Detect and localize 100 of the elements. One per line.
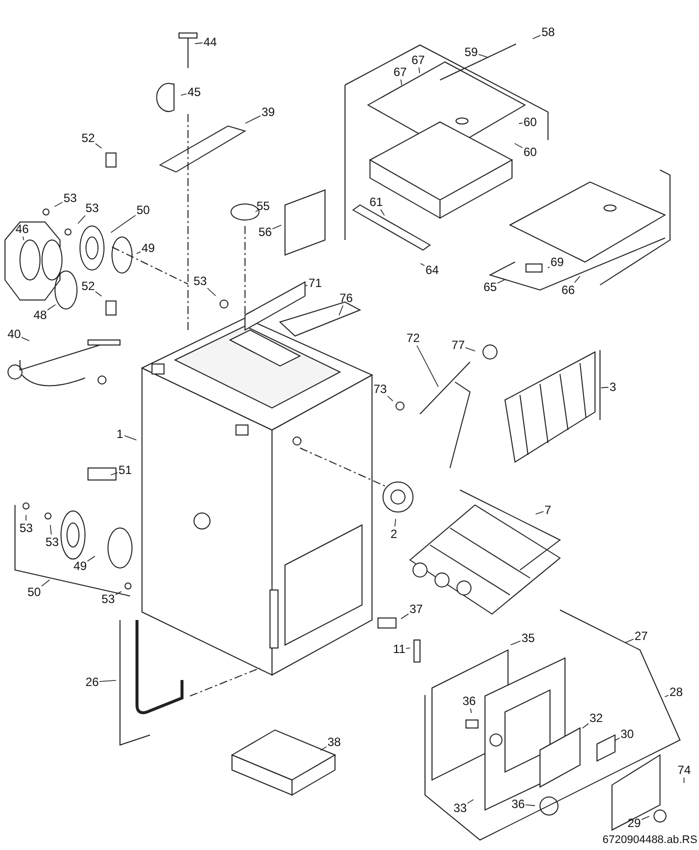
leader-line: [22, 236, 24, 240]
callout-number: 58: [542, 26, 555, 38]
callout-number: 56: [258, 226, 272, 238]
leader-line: [614, 738, 620, 741]
callout-number: 33: [454, 802, 467, 814]
callout-number: 59: [464, 46, 478, 58]
leader-line: [47, 304, 56, 310]
leader-line: [394, 518, 396, 527]
leader-line: [574, 276, 580, 283]
leader-line: [497, 278, 506, 284]
leader-line: [78, 215, 86, 224]
leader-line: [110, 472, 118, 476]
callout-number: 60: [524, 116, 537, 128]
leader-line: [420, 263, 425, 266]
callout-number: 28: [670, 686, 683, 698]
callout-number: 65: [484, 280, 497, 294]
callout-number: 53: [64, 192, 77, 204]
leader-line: [510, 640, 521, 646]
leader-line: [532, 34, 541, 40]
leader-line: [54, 202, 63, 207]
callout-number: 46: [16, 222, 29, 236]
drawing-number: 6720904488.ab.RS: [602, 834, 698, 846]
leader-line: [21, 336, 30, 342]
callout-number: 71: [308, 276, 322, 290]
callout-number: 73: [374, 382, 387, 396]
leader-line: [416, 345, 439, 388]
callout-number: 11: [393, 642, 406, 656]
leader-line: [320, 746, 327, 751]
leader-line: [467, 799, 474, 804]
callout-number: 53: [102, 592, 115, 606]
callout-number: 52: [82, 132, 95, 144]
leader-line: [99, 680, 116, 682]
leader-line: [304, 284, 308, 286]
leader-line: [124, 435, 137, 440]
callout-number: 53: [46, 536, 59, 548]
callout-number: 55: [256, 200, 270, 212]
callout-number: 40: [8, 328, 21, 340]
callout-number: 72: [406, 332, 420, 344]
callout-number: 53: [194, 274, 207, 288]
leader-line: [110, 214, 136, 233]
callout-number: 69: [550, 256, 564, 268]
callout-number: 64: [426, 264, 439, 276]
callout-number: 36: [512, 798, 525, 810]
callout-number: 52: [82, 280, 95, 292]
leader-line: [244, 115, 261, 124]
callout-number: 2: [390, 528, 398, 540]
callout-number: 50: [28, 586, 41, 598]
callout-number: 50: [136, 204, 150, 216]
leader-line: [535, 511, 544, 514]
leader-line: [136, 251, 141, 254]
leader-line: [180, 93, 187, 96]
leader-line: [418, 67, 420, 74]
callout-number: 38: [328, 736, 341, 748]
callout-number: 27: [634, 630, 648, 642]
leader-line: [600, 386, 609, 388]
callout-number: 76: [340, 292, 353, 304]
leader-line: [272, 224, 282, 230]
callout-number: 49: [142, 242, 155, 254]
callout-number: 29: [628, 816, 641, 830]
callout-number: 53: [20, 522, 33, 534]
callout-number: 7: [544, 504, 552, 516]
callout-number: 67: [394, 66, 407, 78]
leader-line: [525, 804, 536, 806]
callout-number: 66: [562, 284, 575, 296]
leader-line: [641, 816, 650, 820]
leader-line: [400, 613, 409, 620]
leader-line: [465, 347, 476, 352]
leader-line: [255, 210, 258, 212]
callout-number: 67: [412, 54, 425, 66]
callout-number: 30: [620, 728, 634, 740]
leader-line: [514, 143, 523, 148]
leader-line: [338, 305, 344, 316]
leader-line: [582, 723, 589, 729]
callout-number: 53: [86, 202, 99, 214]
callout-number: 36: [462, 694, 476, 708]
leader-line: [387, 396, 394, 402]
callout-number: 49: [74, 560, 87, 572]
leader-line: [207, 288, 216, 296]
leader-line: [95, 143, 102, 149]
leader-line: [115, 591, 122, 596]
leader-line: [41, 579, 50, 587]
callout-number: 60: [524, 146, 537, 158]
leader-line: [470, 708, 472, 714]
callout-number: 32: [590, 712, 603, 724]
callout-number: 35: [522, 632, 535, 644]
callout-number: 1: [116, 428, 124, 440]
leader-line: [87, 556, 96, 562]
callout-number: 26: [86, 676, 99, 688]
leader-line: [95, 291, 102, 297]
callout-number: 39: [262, 106, 275, 118]
leader-line: [548, 266, 550, 268]
callout-number: 45: [188, 86, 201, 98]
leader-line: [518, 122, 523, 124]
leader-line: [406, 648, 410, 649]
callout-number: 74: [678, 764, 691, 776]
callout-number: 61: [370, 196, 383, 208]
callout-number: 44: [204, 36, 217, 48]
leader-line: [400, 79, 402, 86]
leader-line: [664, 694, 669, 698]
callout-number: 51: [118, 464, 132, 476]
